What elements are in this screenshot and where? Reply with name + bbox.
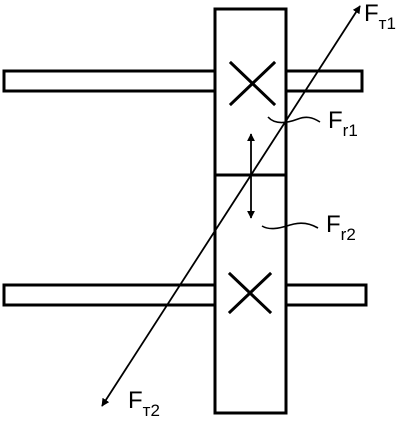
label-ft1: Fт1 (364, 0, 396, 33)
fr2-leader-line (261, 222, 319, 230)
tangential-force-arrow (101, 5, 361, 407)
label-ft2: Fт2 (128, 387, 160, 420)
upper-shaft (2, 69, 364, 93)
lower-shaft (2, 283, 368, 307)
label-fr2: Fr2 (326, 211, 356, 244)
label-fr1: Fr1 (328, 107, 358, 140)
fr1-leader-line (267, 116, 321, 124)
